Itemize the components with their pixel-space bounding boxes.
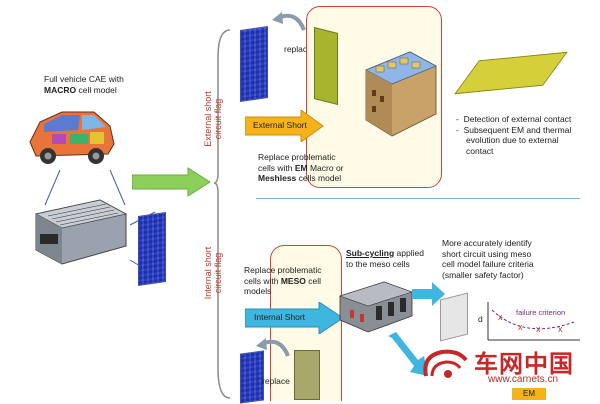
internal-short-arrow: [245, 302, 344, 334]
blue-arrow-down: [388, 332, 428, 376]
olive-cell-sheet: [294, 350, 320, 400]
caption-line-1: Full vehicle CAE with: [44, 74, 124, 84]
blue-arrow-right: [412, 282, 445, 306]
branch-bracket: [214, 29, 231, 399]
section-divider: [256, 198, 580, 199]
external-short-arrow: [245, 110, 324, 142]
yellow-plate: [454, 51, 568, 95]
watermark-url: www.carnets.cn: [488, 374, 559, 385]
em-badge: EM: [512, 388, 546, 400]
meso-cell-sheet: [440, 292, 468, 342]
svg-text:x: x: [558, 324, 563, 334]
meso-module-image: [339, 281, 413, 333]
cell-panel-left: [138, 212, 166, 286]
replace-curved-arrow-top: [272, 12, 306, 31]
axis-d-label: d: [478, 314, 483, 324]
caption-macro: MACRO: [44, 84, 77, 95]
bullet-subsequent: Subsequent EM and thermal: [463, 124, 572, 135]
watermark-chinese: 车网中国: [474, 350, 574, 378]
svg-text:x: x: [498, 312, 503, 322]
svg-text:x: x: [518, 322, 523, 332]
internal-short-label: Internal Short: [254, 312, 306, 322]
failure-criterion-label: failure criterion: [516, 308, 566, 317]
caption-rest: cell model: [76, 84, 117, 95]
internal-flag-label: Internal short circuit flag: [203, 246, 223, 300]
replace-curved-arrow-bottom: [256, 338, 290, 357]
external-short-label: External Short: [253, 120, 307, 130]
identify-text: More accurately identify short circuit u…: [442, 238, 534, 280]
external-replace-desc: Replace problematic cells with EM Macro …: [258, 152, 344, 183]
green-branch-arrow: [132, 167, 211, 197]
replace-label-bottom: replace: [262, 376, 290, 386]
vehicle-caption: Full vehicle CAE with MACRO cell model: [44, 74, 164, 95]
em-module-image: [365, 51, 437, 137]
green-cell-sheet: [314, 27, 338, 105]
battery-pack-image: [34, 199, 128, 265]
cell-panel-top: [240, 26, 268, 102]
bullet-detection: Detection of external contact: [463, 114, 572, 124]
vehicle-model-image: [29, 111, 115, 164]
subcycling-text: Sub-cycling applied to the meso cells: [346, 248, 424, 269]
svg-text:x: x: [536, 324, 541, 334]
internal-replace-desc: Replace problematic cells with MESO cell…: [244, 265, 322, 296]
failure-criterion-plot: x x x x: [487, 302, 580, 341]
carnets-logo-icon: [423, 349, 468, 378]
replace-label-top: replace: [284, 44, 312, 54]
external-bullets: - Detection of external contact - Subseq…: [456, 114, 572, 156]
external-flag-label: External short circuit flag: [203, 91, 223, 147]
